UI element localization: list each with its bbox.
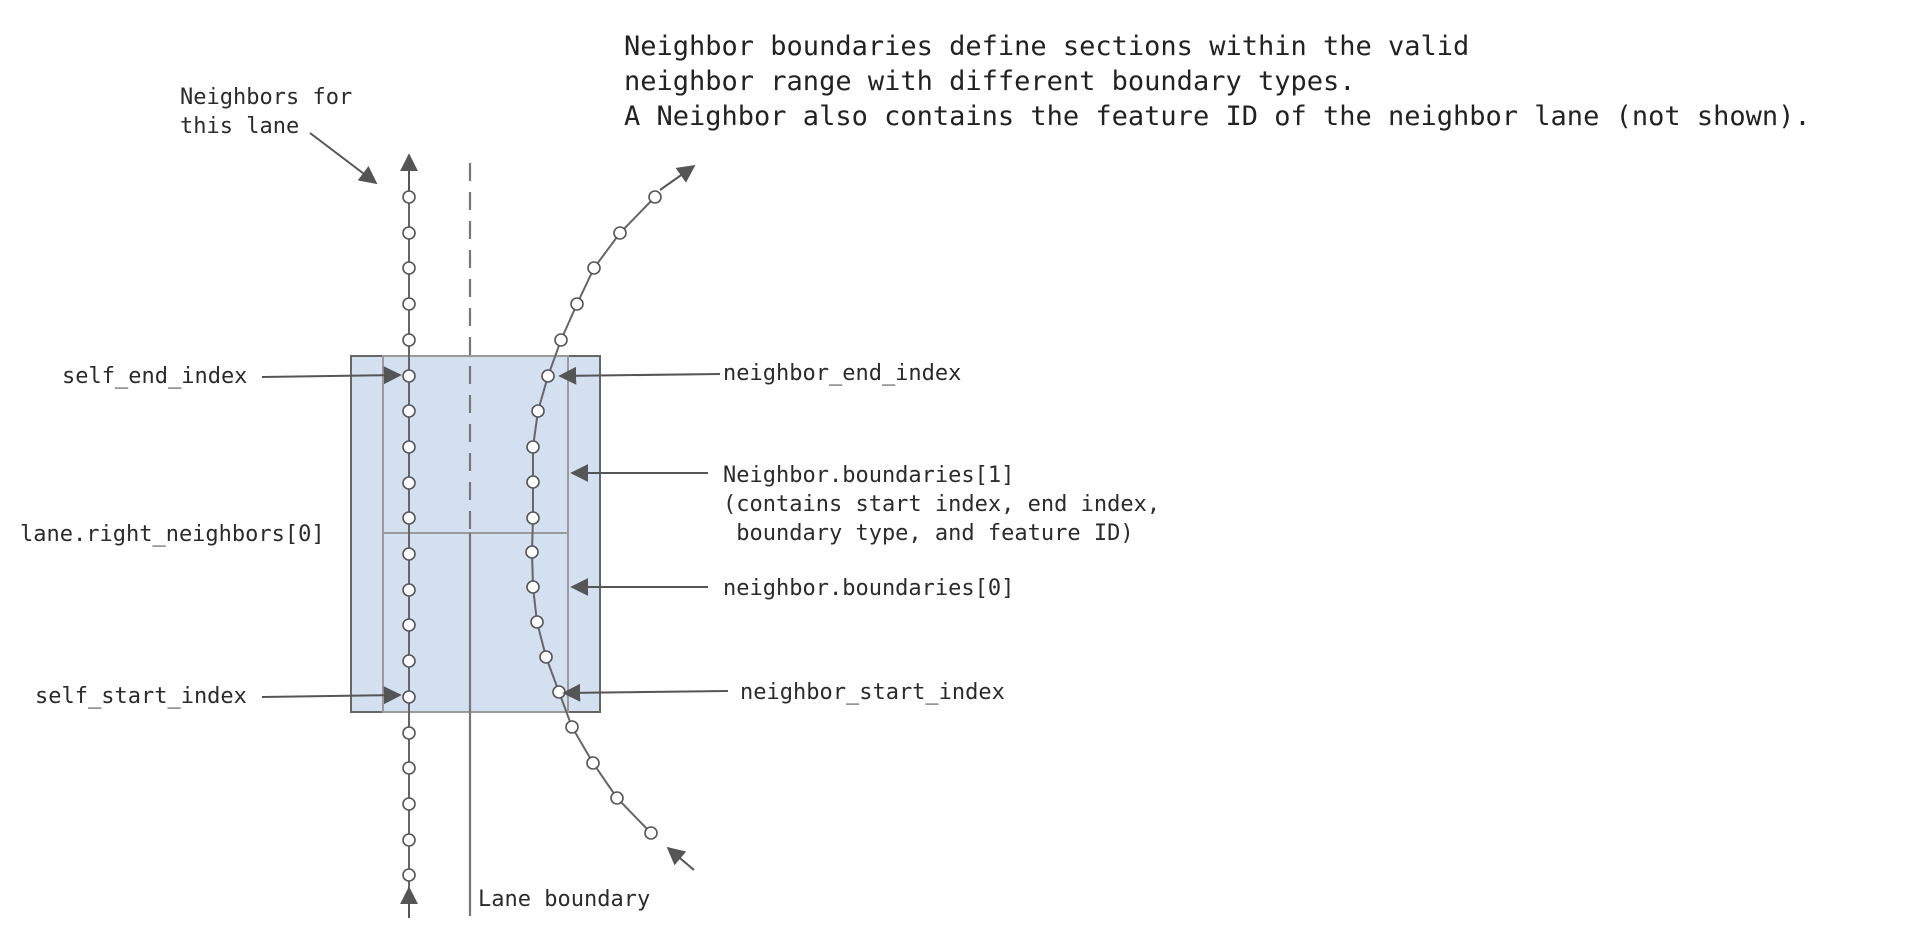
neighbor-point	[610, 791, 624, 805]
neighbor-point	[554, 333, 568, 347]
neighbor-point	[541, 369, 555, 383]
boundaries-1-label-line3: boundary type, and feature ID)	[723, 521, 1134, 546]
neighbor-point	[552, 685, 566, 699]
self-end-index-leader	[261, 366, 402, 385]
neighbor-end-index-label: neighbor_end_index	[723, 361, 961, 386]
neighbor-lane-top-arrow	[659, 164, 696, 191]
neighbor-point	[644, 826, 658, 840]
self-point	[402, 476, 416, 490]
neighbor-start-index-leader	[562, 683, 729, 702]
caption-line-3: A Neighbor also contains the feature ID …	[624, 101, 1811, 132]
neighbor-point	[530, 615, 544, 629]
neighbor-point	[565, 720, 579, 734]
boundaries-0-label: neighbor.boundaries[0]	[723, 576, 1014, 601]
neighbors-for-lane-label-line2: this lane	[180, 114, 299, 139]
self-start-index-leader	[261, 686, 402, 705]
self-point	[402, 261, 416, 275]
self-point	[402, 726, 416, 740]
self-point	[402, 297, 416, 311]
lane-right-neighbors-label: lane.right_neighbors[0]	[20, 522, 325, 547]
boundaries-1-label-line1: Neighbor.boundaries[1]	[723, 463, 1014, 488]
self-point	[402, 226, 416, 240]
neighbors-for-lane-label-line1: Neighbors for	[180, 85, 352, 110]
neighbor-point	[531, 404, 545, 418]
neighbors-for-lane-leader	[309, 132, 378, 185]
self-point	[402, 547, 416, 561]
self-point	[402, 583, 416, 597]
self-point	[402, 369, 416, 383]
self-point	[402, 761, 416, 775]
neighbor-lane-points	[525, 190, 662, 840]
self-point	[402, 797, 416, 811]
self-point	[402, 868, 416, 882]
self-end-index-label: self_end_index	[62, 364, 247, 389]
self-point	[402, 654, 416, 668]
neighbor-point	[613, 226, 627, 240]
lane-boundary-label: Lane boundary	[478, 887, 650, 912]
neighbor-point	[570, 297, 584, 311]
neighbor-start-index-label: neighbor_start_index	[740, 680, 1005, 705]
self-point	[402, 404, 416, 418]
neighbor-point	[526, 511, 540, 525]
neighbor-end-index-leader	[558, 366, 721, 385]
caption-line-2: neighbor range with different boundary t…	[624, 66, 1356, 97]
neighbor-point	[526, 580, 540, 594]
self-point	[402, 618, 416, 632]
neighbor-point	[648, 190, 662, 204]
neighbor-point	[525, 545, 539, 559]
neighbor-point	[539, 650, 553, 664]
self-start-index-label: self_start_index	[35, 684, 247, 709]
self-point	[402, 190, 416, 204]
neighbor-point	[587, 261, 601, 275]
neighbor-point	[526, 440, 540, 454]
self-lane-points	[402, 190, 416, 882]
caption-line-1: Neighbor boundaries define sections with…	[624, 31, 1469, 62]
self-point	[402, 690, 416, 704]
self-point	[402, 440, 416, 454]
self-point	[402, 333, 416, 347]
neighbor-point	[526, 475, 540, 489]
self-point	[402, 511, 416, 525]
boundaries-1-label-line2: (contains start index, end index,	[723, 492, 1160, 517]
neighbor-point	[586, 756, 600, 770]
neighbor-lane-bottom-arrow	[666, 846, 695, 871]
self-point	[402, 833, 416, 847]
